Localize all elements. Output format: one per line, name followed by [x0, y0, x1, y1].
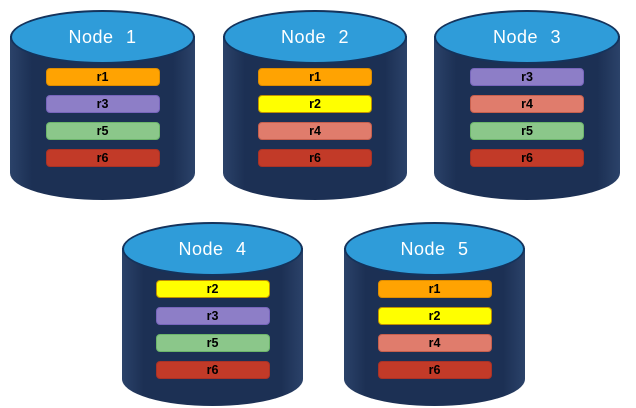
replica-bar: r5 — [45, 122, 160, 140]
node-3-replica-list: r3 r4 r5 r6 — [470, 68, 584, 167]
node-4-replica-list: r2 r3 r5 r6 — [155, 280, 270, 379]
replica-bar: r5 — [155, 334, 270, 352]
node-5-replica-list: r1 r2 r4 r6 — [377, 280, 492, 379]
node-3-cylinder-top: Node 3 — [434, 10, 620, 64]
replica-bar: r5 — [470, 122, 584, 140]
replica-bar: r6 — [155, 361, 270, 379]
replica-bar: r6 — [470, 149, 584, 167]
replica-bar: r6 — [45, 149, 160, 167]
node-4-cylinder-top: Node 4 — [122, 222, 303, 276]
node-2-replica-list: r1 r2 r4 r6 — [258, 68, 372, 167]
replica-bar: r3 — [45, 95, 160, 113]
replica-bar: r6 — [258, 149, 372, 167]
node-2-label: Node 2 — [280, 26, 350, 47]
replica-bar: r6 — [377, 361, 492, 379]
replica-bar: r1 — [377, 280, 492, 298]
node-4-label: Node 4 — [178, 238, 247, 259]
node-2-cylinder-top: Node 2 — [223, 10, 407, 64]
replica-bar: r2 — [155, 280, 270, 298]
node-5-label: Node 5 — [400, 238, 469, 259]
node-1-cylinder-top: Node 1 — [10, 10, 195, 64]
node-1-label: Node 1 — [68, 26, 137, 47]
replica-bar: r4 — [377, 334, 492, 352]
replica-bar: r2 — [258, 95, 372, 113]
replica-bar: r3 — [470, 68, 584, 86]
node-4-cylinder: Node 4 r2 r3 r5 r6 — [122, 222, 303, 406]
replica-bar: r4 — [258, 122, 372, 140]
node-3-label: Node 3 — [492, 26, 562, 47]
replica-bar: r2 — [377, 307, 492, 325]
node-2-cylinder: Node 2 r1 r2 r4 r6 — [223, 10, 407, 200]
node-5-cylinder-top: Node 5 — [344, 222, 525, 276]
replica-bar: r1 — [258, 68, 372, 86]
node-3-cylinder: Node 3 r3 r4 r5 r6 — [434, 10, 620, 200]
replica-bar: r3 — [155, 307, 270, 325]
node-1-cylinder: Node 1 r1 r3 r5 r6 — [10, 10, 195, 200]
replica-bar: r1 — [45, 68, 160, 86]
replica-bar: r4 — [470, 95, 584, 113]
node-5-cylinder: Node 5 r1 r2 r4 r6 — [344, 222, 525, 406]
node-1-replica-list: r1 r3 r5 r6 — [45, 68, 160, 167]
